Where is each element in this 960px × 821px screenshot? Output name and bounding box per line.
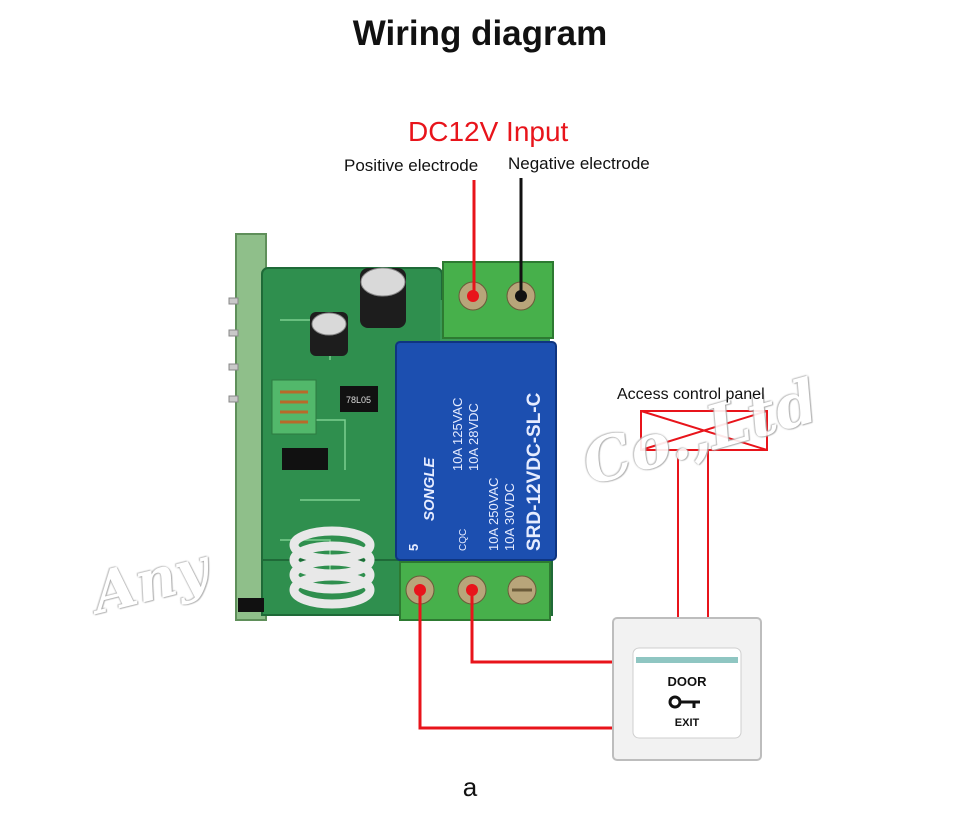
svg-text:SRD-12VDC-SL-C: SRD-12VDC-SL-C <box>524 392 545 551</box>
figure-caption: a <box>462 772 478 802</box>
terminal-screw-nc <box>507 575 537 605</box>
inductor-coil <box>271 379 317 435</box>
panel-to-button-wires <box>677 450 709 618</box>
capacitor-small <box>310 312 348 356</box>
module-pins <box>228 297 239 403</box>
voltage-regulator: 78L05 <box>340 386 378 412</box>
ic-chip <box>282 448 328 470</box>
diagram-title: Wiring diagram <box>352 14 608 53</box>
antenna-spring <box>289 526 375 609</box>
dc-input-label: DC12V Input <box>408 116 569 147</box>
capacitor-large <box>360 267 406 328</box>
wire-no-to-button <box>470 590 616 664</box>
positive-electrode-label: Positive electrode <box>344 156 479 175</box>
exit-button: DOOR EXIT <box>612 617 762 761</box>
jumper-block <box>238 598 264 612</box>
access-control-panel-symbol <box>640 410 768 451</box>
negative-electrode-label: Negative electrode <box>508 154 650 173</box>
relay: 5 SONGLE 10A 125VAC 10A 28VDC 10A 250VAC… <box>395 341 557 561</box>
svg-text:10A 125VAC: 10A 125VAC <box>450 398 465 471</box>
exit-button-door-text: DOOR <box>668 674 708 689</box>
svg-text:10A 250VAC: 10A 250VAC <box>486 478 501 551</box>
svg-text:78L05: 78L05 <box>346 395 371 405</box>
svg-text:10A 28VDC: 10A 28VDC <box>466 403 481 471</box>
svg-text:10A 30VDC: 10A 30VDC <box>502 483 517 551</box>
exit-button-indicator <box>636 657 738 663</box>
svg-text:5: 5 <box>406 544 421 551</box>
exit-button-exit-text: EXIT <box>675 717 700 729</box>
svg-text:CQC: CQC <box>458 529 469 551</box>
svg-text:SONGLE: SONGLE <box>421 457 438 521</box>
access-control-panel-label: Access control panel <box>617 386 765 403</box>
key-icon <box>668 695 700 709</box>
wire-com-to-button <box>418 590 616 730</box>
